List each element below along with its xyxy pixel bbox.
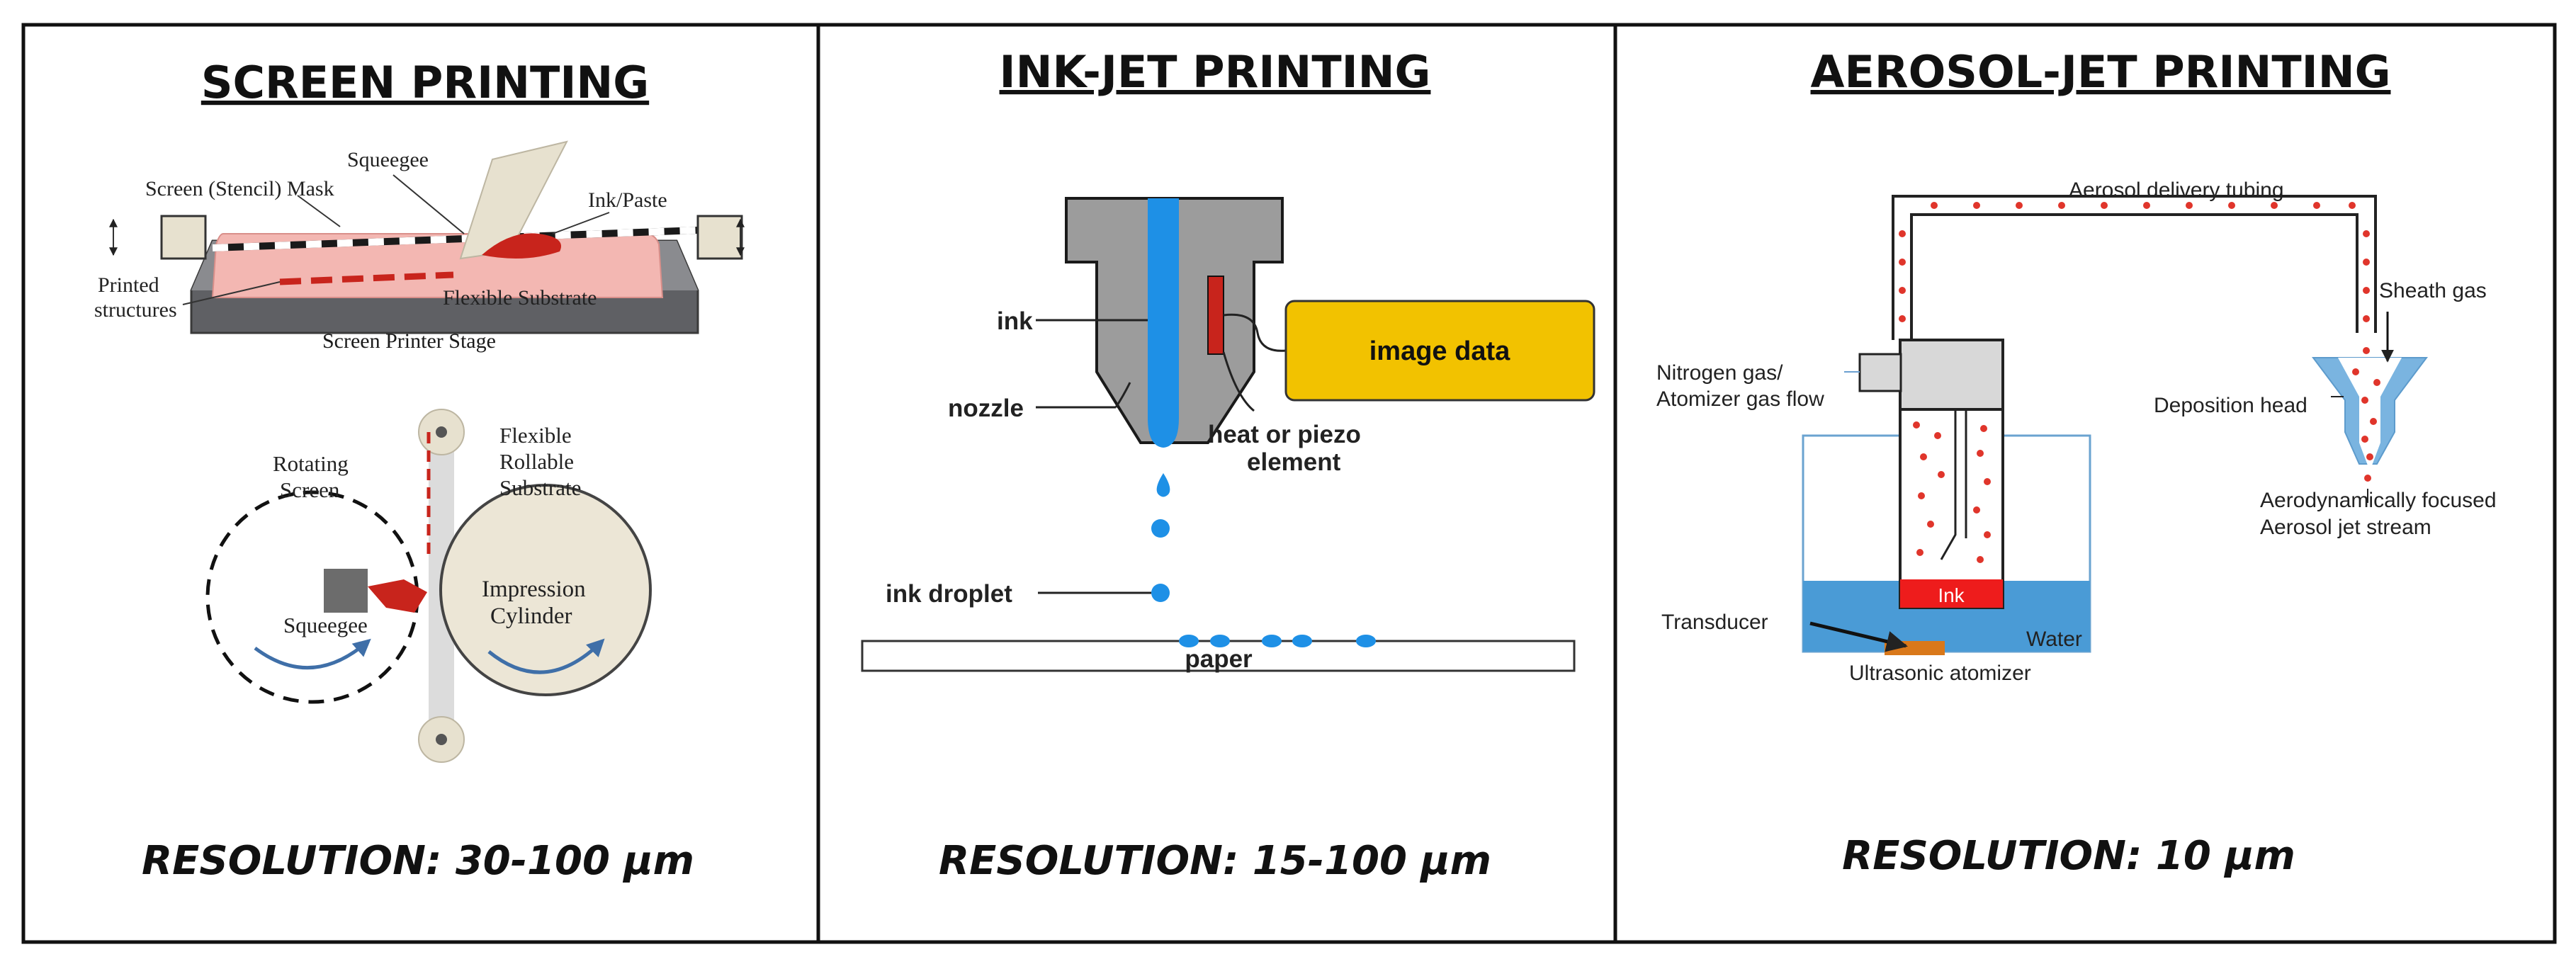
label-stage: Screen Printer Stage [322, 329, 496, 353]
panel-ink-jet-printing: INK-JET PRINTING ink nozzle image data [861, 46, 1595, 884]
label-ink: ink [997, 307, 1033, 335]
label-paper: paper [1185, 645, 1253, 673]
label-flexible-3: Substrate [499, 475, 581, 500]
label-flexible-2: Rollable [499, 449, 574, 474]
label-ink-droplet: ink droplet [886, 580, 1012, 608]
label-image-data: image data [1369, 336, 1510, 366]
label-printed-structures-2: structures [94, 298, 177, 322]
label-atomizer: Ultrasonic atomizer [1849, 662, 2031, 685]
label-heat-1: heat or piezo [1208, 421, 1361, 448]
resolution-label: RESOLUTION: 15-100 µm [939, 838, 1491, 884]
figure-frame [21, 23, 2557, 944]
label-flexible-1: Flexible [499, 423, 572, 448]
aerosol-jet-diagram: Aerosol delivery tubing Sheath gas Nitro… [1656, 178, 2497, 685]
resolution-label: RESOLUTION: 30-100 µm [142, 838, 694, 884]
label-flexible-substrate: Flexible Substrate [443, 286, 597, 310]
label-rotating-2: Screen [280, 477, 340, 502]
panel-screen-printing: SCREEN PRINTING Squeegee Screen (Stencil… [94, 57, 745, 884]
panel-title: INK-JET PRINTING [1000, 46, 1431, 98]
label-squeegee-top: Squeegee [347, 148, 429, 171]
label-nitrogen-2: Atomizer gas flow [1656, 387, 1824, 411]
label-tubing: Aerosol delivery tubing [2069, 178, 2284, 202]
label-impression-1: Impression [482, 577, 586, 602]
rotary-screen-printer-diagram: Flexible Rollable Substrate Rotating Scr… [205, 409, 652, 763]
aerosol-droplets-column [1913, 421, 1991, 563]
label-nitrogen-1: Nitrogen gas/ [1656, 361, 1783, 385]
label-impression-2: Cylinder [490, 603, 572, 629]
label-squeegee-bottom: Squeegee [283, 613, 368, 637]
resolution-label: RESOLUTION: 10 µm [1842, 833, 2295, 879]
label-water: Water [2026, 628, 2082, 651]
label-nozzle: nozzle [948, 395, 1024, 422]
aerosol-droplets-tubing [1899, 202, 2370, 322]
label-sheath-gas: Sheath gas [2379, 279, 2487, 302]
panel-title: AEROSOL-JET PRINTING [1811, 46, 2391, 98]
label-deposition-head: Deposition head [2154, 394, 2307, 417]
label-transducer: Transducer [1661, 611, 1768, 634]
label-ink-aerosol: Ink [1938, 584, 1965, 606]
flatbed-screen-printer-diagram: Squeegee Screen (Stencil) Mask Ink/Paste… [94, 140, 745, 353]
label-heat-2: element [1247, 448, 1341, 476]
panel-aerosol-jet-printing: AEROSOL-JET PRINTING [1656, 46, 2497, 879]
inkjet-nozzle-diagram: ink nozzle image data heat or piezo elem… [861, 197, 1595, 673]
label-focused-2: Aerosol jet stream [2260, 516, 2431, 539]
label-printed-structures-1: Printed [98, 273, 159, 297]
label-rotating-1: Rotating [273, 451, 349, 476]
label-screen-mask: Screen (Stencil) Mask [145, 177, 334, 200]
label-ink-paste: Ink/Paste [588, 188, 667, 212]
panel-title: SCREEN PRINTING [201, 57, 649, 108]
aerosol-droplets-head [2352, 347, 2380, 482]
label-focused-1: Aerodynamically focused [2260, 489, 2497, 512]
